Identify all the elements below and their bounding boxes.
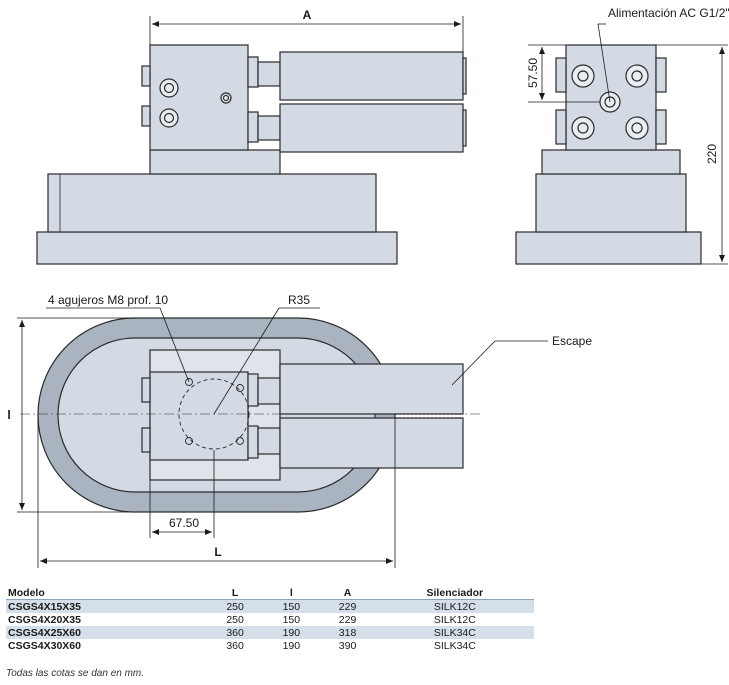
radius-label: R35	[288, 293, 310, 307]
dimension-l-big-label: L	[214, 545, 221, 559]
radius-leader	[213, 307, 280, 415]
top-silencer-lower	[279, 417, 464, 469]
fitting-bottom	[257, 115, 281, 141]
table-row: CSGS4X25X60 360 190 318 SILK34C	[6, 626, 534, 639]
front-pad-body	[47, 173, 377, 233]
top-silencer-upper	[279, 363, 464, 415]
front-base-plate	[36, 231, 398, 265]
exhaust-label: Escape	[552, 334, 592, 348]
table-row: CSGS4X20X35 250 150 229 SILK12C	[8, 613, 476, 626]
front-view	[36, 44, 467, 265]
table-row: CSGS4X30X60 360 190 390 SILK34C	[8, 639, 476, 652]
side-base-plate	[515, 231, 702, 265]
technical-drawing: A Alimentación AC G1/2"-F 57.50 220	[7, 6, 729, 568]
spec-table: Modelo L l A Silenciador CSGS4X15X35 250…	[6, 586, 534, 652]
col-header: Modelo	[6, 586, 207, 600]
col-header: A	[319, 586, 376, 600]
dimension-l-small-label: l	[7, 408, 10, 422]
exhaust-leader	[451, 340, 496, 386]
dimension-6750-label: 67.50	[169, 516, 199, 530]
feed-leader	[597, 23, 611, 103]
front-silencer-top	[279, 51, 464, 101]
dimension-a-label: A	[303, 8, 312, 22]
col-header: L	[207, 586, 264, 600]
feed-label: Alimentación AC G1/2"-F	[608, 6, 729, 20]
front-silencer-bottom	[279, 103, 464, 153]
side-view	[515, 44, 702, 265]
dimension-5750-label: 57.50	[526, 58, 540, 88]
holes-label: 4 agujeros M8 prof. 10	[48, 293, 168, 307]
table-row: CSGS4X15X35 250 150 229 SILK12C	[6, 599, 534, 613]
col-header: l	[263, 586, 320, 600]
front-valve-block	[149, 44, 249, 151]
dimension-a	[149, 16, 464, 52]
col-header: Silenciador	[375, 586, 534, 600]
fitting-top	[257, 61, 281, 87]
front-mount-plate	[149, 149, 281, 175]
dimension-220-label: 220	[705, 144, 719, 164]
units-note: Todas las cotas se dan en mm.	[6, 668, 145, 679]
top-view	[37, 317, 464, 513]
